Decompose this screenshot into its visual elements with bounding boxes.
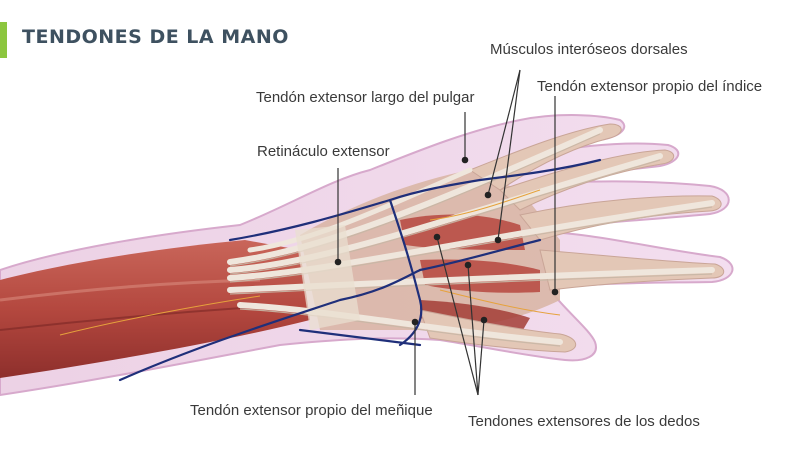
- nerves: [59, 189, 561, 336]
- label-tendon-extensor-propio-menique: Tendón extensor propio del meñique: [190, 402, 433, 419]
- tendon-shading: [229, 133, 713, 347]
- title-accent-bar: [0, 22, 7, 58]
- leader-dots: [334, 156, 559, 326]
- forearm-muscle-stripe: [0, 278, 261, 302]
- page-title: TENDONES DE LA MANO: [22, 26, 289, 48]
- forearm-muscle: [0, 240, 310, 378]
- veins: [118, 158, 602, 382]
- extensor-retinaculum: [295, 225, 360, 330]
- tendons: [227, 127, 715, 345]
- leader-lines: [337, 69, 556, 396]
- label-tendon-extensor-propio-indice: Tendón extensor propio del índice: [537, 78, 763, 95]
- forearm-muscle-stripe: [0, 305, 271, 331]
- label-tendones-extensores-dedos: Tendones extensores de los dedos: [468, 413, 700, 430]
- label-retinaculo-extensor: Retináculo extensor: [257, 143, 390, 160]
- label-musculos-interoseos-dorsales: Músculos interóseos dorsales: [490, 41, 688, 58]
- label-tendon-extensor-largo-pulgar: Tendón extensor largo del pulgar: [256, 89, 475, 106]
